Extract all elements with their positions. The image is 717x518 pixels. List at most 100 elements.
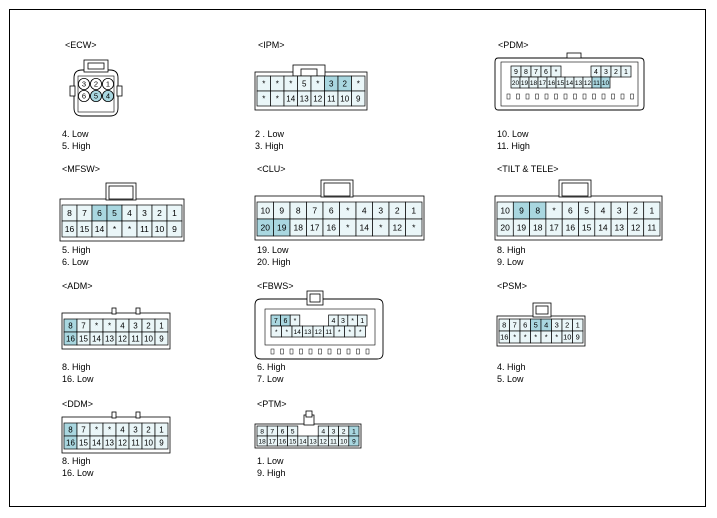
connector-notes: 10. Low 11. High: [497, 128, 530, 152]
pin-label: 16: [66, 334, 75, 343]
pin-label: 2: [343, 79, 348, 88]
latch: [566, 52, 582, 59]
pin-label: 7: [81, 321, 86, 330]
pin-label: 16: [279, 438, 287, 445]
terminal-slot: [270, 348, 275, 355]
pin-label: 4: [362, 206, 367, 216]
pin-label: *: [108, 321, 111, 330]
pin-label: 4: [594, 69, 598, 76]
pin-label: 16: [66, 438, 75, 447]
pin-label: 7: [534, 69, 538, 76]
pin-label: 10: [340, 94, 349, 103]
note-line: 20. High: [257, 257, 291, 267]
note-line: 2 . Low: [255, 129, 285, 139]
pin-label: *: [294, 318, 297, 325]
pin-label: 12: [320, 438, 328, 445]
pin-label: *: [338, 329, 341, 336]
pin-label: 13: [615, 223, 625, 233]
latch: [300, 68, 318, 77]
pin-label: 10: [144, 438, 153, 447]
pin-label: 19: [521, 80, 529, 87]
pin-cell: [89, 77, 102, 90]
pin-label: 10: [155, 224, 165, 234]
pin-label: 13: [309, 438, 317, 445]
pin-label: *: [316, 79, 319, 88]
pin-label: 8: [296, 206, 301, 216]
pin-label: 9: [576, 333, 580, 342]
pin-label: *: [95, 321, 98, 330]
pin-label: 14: [294, 329, 302, 336]
pin-label: 14: [598, 223, 608, 233]
pin-label: 10: [602, 80, 610, 87]
pin-label: 3: [329, 79, 334, 88]
pin-label: 7: [312, 206, 317, 216]
pin-cell: [166, 220, 183, 238]
pin-label: 1: [106, 80, 110, 89]
note-line: 6. High: [257, 362, 286, 372]
pin-label: 4: [120, 425, 125, 434]
pin-label: 5: [302, 79, 307, 88]
pin-label: 4: [127, 208, 132, 218]
latch: [535, 305, 549, 315]
connector-notes: 8. High 16. Low: [62, 455, 94, 479]
pin-label: 2: [146, 321, 151, 330]
pin-label: 2: [614, 69, 618, 76]
pin-label: *: [108, 425, 111, 434]
pin-label: 16: [566, 223, 576, 233]
pin-label: 3: [133, 321, 138, 330]
pin-label: 15: [557, 80, 565, 87]
pin-cell: [77, 77, 90, 90]
pin-label: 16: [327, 223, 337, 233]
terminal-slot: [630, 93, 634, 100]
latch: [323, 182, 351, 197]
pin-label: 9: [159, 334, 164, 343]
pin-label: 10: [144, 334, 153, 343]
terminal-slot: [601, 93, 606, 100]
connector-title: <PDM>: [498, 40, 529, 50]
pin-label: 13: [105, 438, 114, 447]
terminal-slot: [289, 348, 294, 355]
pin-label: *: [534, 333, 537, 342]
terminal-slot: [318, 348, 322, 355]
pin-label: 2: [565, 321, 569, 330]
pin-label: 18: [533, 223, 543, 233]
pin-label: 14: [92, 438, 101, 447]
pin-label: 19: [277, 223, 287, 233]
pin-label: 11: [325, 329, 332, 336]
pin-label: *: [513, 333, 516, 342]
pin-label: 3: [332, 428, 336, 435]
pin-label: 12: [315, 329, 323, 336]
pin-label: 14: [95, 224, 105, 234]
pin-cell: [77, 90, 90, 103]
pin-label: 10: [340, 438, 348, 445]
pin-label: 20: [261, 223, 271, 233]
note-line: 5. High: [62, 141, 91, 151]
pin-label: 1: [159, 425, 164, 434]
pin-label: 6: [568, 206, 573, 216]
connector-notes: 8. High 9. Low: [497, 244, 526, 268]
pin-label: *: [346, 206, 350, 216]
pin-label: 15: [289, 438, 297, 445]
latch: [135, 307, 141, 315]
pin-label: 19: [517, 223, 527, 233]
pin-label: 15: [80, 224, 90, 234]
pin-label: 9: [519, 206, 524, 216]
pin-label: 17: [310, 223, 320, 233]
connector-title: <FBWS>: [257, 281, 294, 291]
note-line: 7. Low: [257, 374, 284, 384]
note-line: 1. Low: [257, 456, 284, 466]
terminal-slot: [611, 93, 615, 100]
pin-cell: [572, 330, 584, 344]
pin-label: *: [351, 318, 354, 325]
pin-cell-highlighted: [600, 76, 611, 89]
pin-label: 12: [118, 334, 127, 343]
pin-label: 12: [313, 94, 322, 103]
pin-label: *: [276, 79, 279, 88]
pin-cell: [102, 77, 115, 90]
pin-label: 7: [82, 208, 87, 218]
latch: [111, 307, 117, 315]
